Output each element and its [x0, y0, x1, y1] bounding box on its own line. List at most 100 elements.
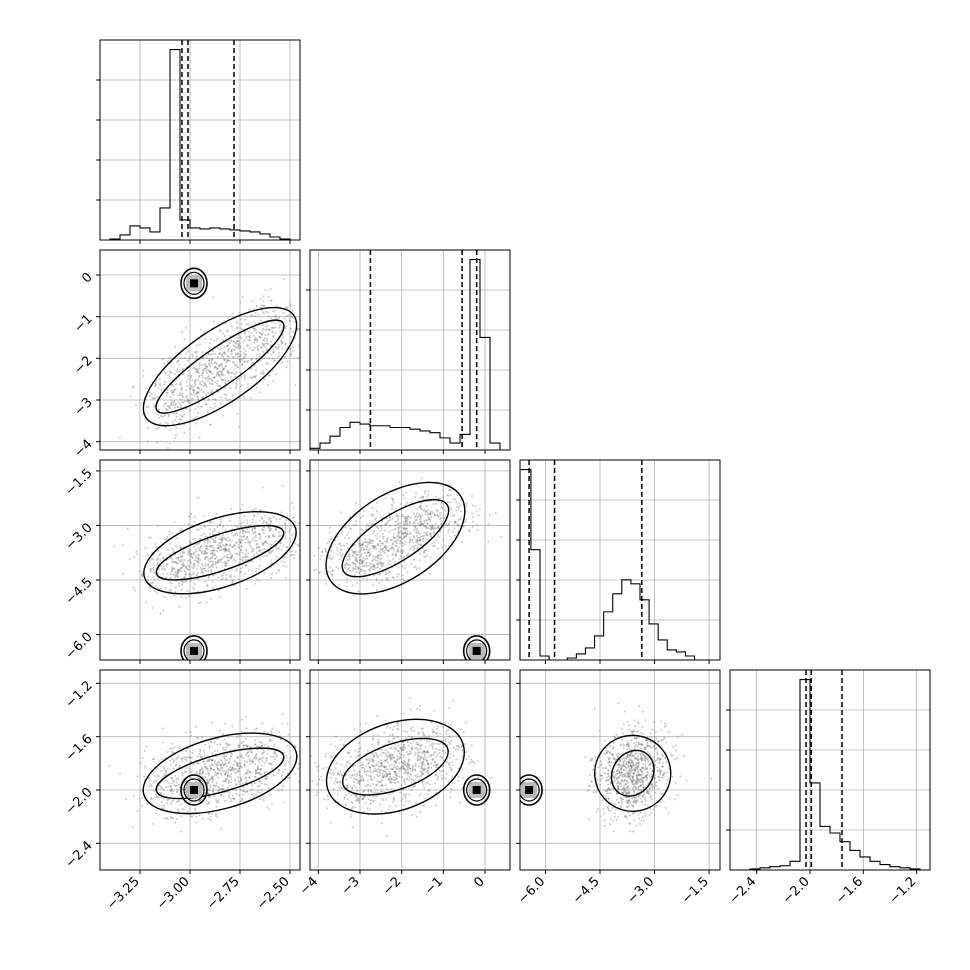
sample-point [428, 740, 431, 743]
sample-point [371, 545, 374, 548]
sample-point [185, 407, 188, 410]
sample-point [448, 706, 451, 709]
sample-point [470, 761, 473, 764]
sample-point [187, 399, 190, 402]
sample-point [421, 804, 424, 807]
sample-point [204, 567, 207, 570]
sample-point [129, 395, 132, 398]
sample-point [425, 751, 428, 754]
sample-point [430, 754, 433, 757]
sample-point [405, 532, 408, 535]
sample-point [336, 772, 339, 775]
sample-point [429, 513, 432, 516]
sample-point [263, 514, 266, 517]
sample-point [243, 744, 246, 747]
sample-point [351, 826, 354, 829]
sample-point [351, 786, 354, 789]
sample-point [437, 515, 440, 518]
sample-point [402, 749, 405, 752]
sample-point [387, 579, 390, 582]
sample-point [394, 746, 397, 749]
sample-point [410, 788, 413, 791]
sample-point [192, 366, 195, 369]
sample-point [201, 772, 204, 775]
sample-point [254, 530, 257, 533]
sample-point [356, 750, 359, 753]
sample-point [207, 398, 210, 401]
sample-point [216, 367, 219, 370]
sample-point [218, 385, 221, 388]
sample-point [423, 531, 426, 534]
sample-point [339, 784, 342, 787]
sample-point [357, 754, 360, 757]
sample-point [365, 773, 368, 776]
sample-point [208, 789, 211, 792]
sample-point [210, 759, 213, 762]
sample-point [242, 756, 245, 759]
sample-point [220, 787, 223, 790]
sample-point [330, 768, 333, 771]
sample-point [258, 336, 261, 339]
sample-point [419, 552, 422, 555]
sample-point [215, 512, 218, 515]
sample-point [185, 352, 188, 355]
sample-point [171, 800, 174, 803]
sample-point [409, 727, 412, 730]
sample-point [179, 570, 182, 573]
sample-point [252, 756, 255, 759]
sample-point [258, 758, 261, 761]
sample-point [475, 523, 478, 526]
sample-point [234, 772, 237, 775]
sample-point [371, 764, 374, 767]
sample-point [637, 759, 640, 762]
sample-point [211, 779, 214, 782]
sample-point [263, 304, 266, 307]
sample-point [172, 548, 175, 551]
sample-point [397, 550, 400, 553]
sample-point [365, 525, 368, 528]
sample-point [394, 778, 397, 781]
sample-point [195, 770, 198, 773]
sample-point [397, 573, 400, 576]
sample-point [194, 559, 197, 562]
sample-point [413, 524, 416, 527]
sample-point [419, 520, 422, 523]
sample-point [427, 789, 430, 792]
scatter-3-0-frame [99, 669, 301, 871]
sample-point [370, 540, 373, 543]
sample-point [369, 553, 372, 556]
sample-point [245, 548, 248, 551]
sample-point [210, 545, 213, 548]
sample-point [197, 391, 200, 394]
sample-point [258, 533, 261, 536]
sample-point [202, 390, 205, 393]
sample-point [365, 765, 368, 768]
sample-point [190, 815, 193, 818]
sample-point [378, 572, 381, 575]
sample-point [408, 778, 411, 781]
sample-point [294, 745, 297, 748]
sample-point [225, 564, 228, 567]
sample-point [179, 567, 182, 570]
sample-point [399, 522, 402, 525]
sample-point [430, 721, 433, 724]
sample-point [374, 545, 377, 548]
sample-point [341, 553, 344, 556]
sample-point [178, 363, 181, 366]
sample-point [371, 770, 374, 773]
sample-point [156, 774, 159, 777]
sample-point [219, 549, 222, 552]
sample-point [176, 791, 179, 794]
sample-point [213, 749, 216, 752]
sample-point [268, 536, 271, 539]
sample-point [221, 414, 224, 417]
sample-point [405, 731, 408, 734]
sample-point [238, 551, 241, 554]
sample-point [640, 778, 643, 781]
sample-point [165, 394, 168, 397]
sample-point [416, 516, 419, 519]
sample-point [393, 799, 396, 802]
sample-point [416, 547, 419, 550]
sample-point [251, 758, 254, 761]
sample-point [224, 544, 227, 547]
